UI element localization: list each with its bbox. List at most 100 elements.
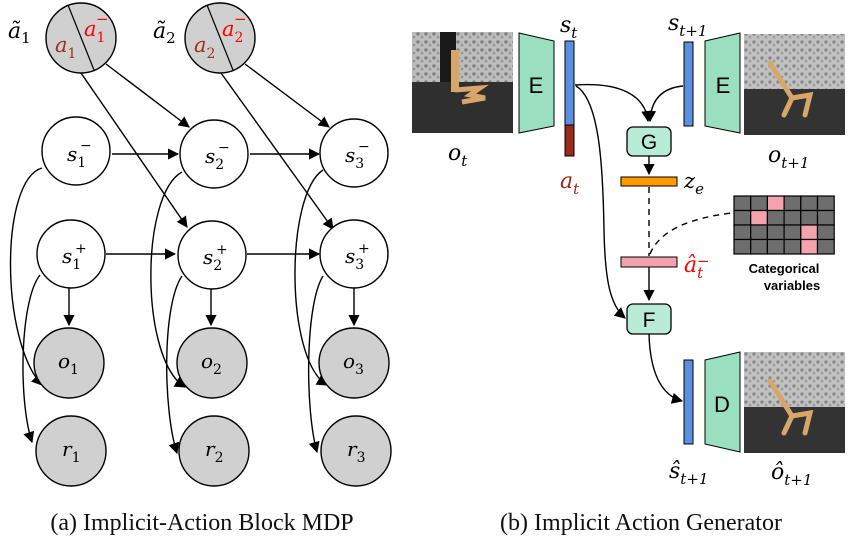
label-s-hat: ŝt+1	[669, 459, 708, 488]
label-o-t1: ot+1	[768, 143, 809, 172]
svg-text:s1: s1	[67, 142, 86, 171]
action-node-1-a-minus: a1	[84, 17, 105, 46]
caption-b: (b) Implicit Action Generator	[500, 510, 782, 536]
observation-node-o3: o3	[318, 327, 390, 399]
edge-s-t1-to-g	[644, 85, 684, 123]
edge-s3minus-o3	[294, 169, 328, 386]
svg-text:+: +	[216, 242, 228, 258]
state-node-s1-plus: s1 +	[36, 219, 106, 289]
svg-text:o3: o3	[343, 349, 364, 378]
edge-s3plus-r3	[307, 275, 324, 454]
grid-cell	[816, 209, 835, 226]
label-o-hat: ôt+1	[771, 460, 812, 489]
action-bar-a-t	[564, 124, 575, 157]
bar-z-e	[620, 176, 678, 187]
observation-node-o2: o2	[176, 327, 248, 399]
categorical-label-2: variables	[764, 278, 820, 293]
svg-text:−: −	[80, 138, 92, 154]
encoder-right	[704, 32, 741, 134]
svg-text:r1: r1	[62, 437, 80, 466]
encoder-right-label: E	[716, 73, 731, 98]
grid-cell	[800, 195, 819, 212]
grid-cell-active	[766, 195, 785, 212]
edge-grid-to-ahat-dashed	[649, 212, 733, 255]
grid-cell	[816, 224, 835, 241]
grid-cell	[783, 195, 802, 212]
action-node-2-a: a2	[194, 33, 215, 62]
state-node-s2-plus: s2 +	[177, 220, 247, 290]
plus-state-nodes: s1 + s2 + s3 +	[36, 219, 389, 290]
reward-node-r2: r2	[178, 415, 250, 487]
grid-cell	[733, 209, 752, 226]
grid-cell	[733, 195, 752, 212]
label-s-t: st	[560, 13, 578, 42]
action-node-1-sup: −	[96, 10, 109, 28]
grid-cell	[816, 195, 835, 212]
svg-text:r2: r2	[205, 437, 223, 466]
grid-cell	[800, 209, 819, 226]
edge-s2minus-o2	[150, 171, 186, 388]
grid-cell	[750, 195, 769, 212]
bar-a-hat	[620, 256, 678, 268]
grid-cell	[766, 209, 785, 226]
decoder-label: D	[714, 392, 730, 417]
grid-cell-active	[800, 238, 819, 255]
action-node-2-sup: −	[234, 10, 247, 28]
grid-cell-active	[800, 224, 819, 241]
grid-cell	[766, 224, 785, 241]
label-o-t: ot	[448, 141, 468, 170]
edge-s2plus-r2	[166, 275, 183, 455]
reward-node-r3: r3	[320, 415, 392, 487]
edge-s1plus-r1	[22, 274, 41, 444]
grid-cell	[733, 224, 752, 241]
svg-text:−: −	[358, 139, 370, 155]
encoder-left-label: E	[529, 73, 544, 98]
svg-text:+: +	[358, 241, 370, 257]
svg-text:s2: s2	[205, 144, 224, 173]
svg-text:s1: s1	[62, 244, 81, 273]
reward-node-r1: r1	[35, 415, 107, 487]
svg-text:s3: s3	[345, 244, 364, 273]
state-bar-s-t	[564, 40, 575, 126]
edge-a2-s3minus	[244, 63, 330, 128]
state-node-s3-plus: s3 +	[319, 219, 389, 289]
label-a-hat-sup: −	[697, 252, 710, 270]
edge-a1-s2minus	[105, 63, 190, 128]
svg-text:o1: o1	[58, 349, 79, 378]
label-s-t1: st+1	[668, 11, 707, 40]
categorical-grid	[733, 195, 835, 255]
state-node-s1-minus: s1 −	[41, 116, 111, 186]
encoder-left	[518, 32, 555, 134]
edge-a1-s2plus	[80, 72, 188, 228]
action-node-2-a-minus: a2	[222, 17, 243, 46]
state-bar-s-t1	[683, 41, 694, 127]
decoder	[704, 351, 741, 453]
categorical-label-1: Categorical	[749, 261, 820, 276]
reward-nodes: r1 r2 r3	[35, 415, 392, 487]
svg-text:r3: r3	[347, 437, 365, 466]
action-node-1-a: a1	[55, 33, 76, 62]
grid-cell	[750, 238, 769, 255]
action-node-2-label: ã2	[153, 19, 176, 47]
svg-text:s2: s2	[203, 245, 222, 274]
grid-cell	[783, 238, 802, 255]
action-node-1-label: ã1	[8, 19, 31, 47]
panel-a: ã1 a1 a1 − ã2 a2 a2 − s1 − s2 −	[8, 2, 392, 536]
minus-state-nodes: s1 − s2 − s3 −	[41, 116, 389, 189]
grid-cell	[750, 224, 769, 241]
grid-cell-active	[750, 209, 769, 226]
module-g-label: G	[641, 131, 657, 154]
image-o-t1	[744, 34, 845, 135]
label-z-e: ze	[683, 169, 704, 198]
grid-cell	[733, 238, 752, 255]
grid-cell	[766, 238, 785, 255]
state-bar-s-hat	[683, 359, 694, 445]
edge-s1minus-o1	[9, 167, 43, 386]
caption-a: (a) Implicit-Action Block MDP	[50, 510, 353, 536]
image-o-hat	[744, 352, 845, 453]
image-o-t	[412, 32, 513, 133]
svg-text:−: −	[218, 140, 230, 156]
state-node-s3-minus: s3 −	[319, 118, 389, 188]
grid-cell	[816, 238, 835, 255]
observation-nodes: o1 o2 o3	[33, 327, 390, 399]
